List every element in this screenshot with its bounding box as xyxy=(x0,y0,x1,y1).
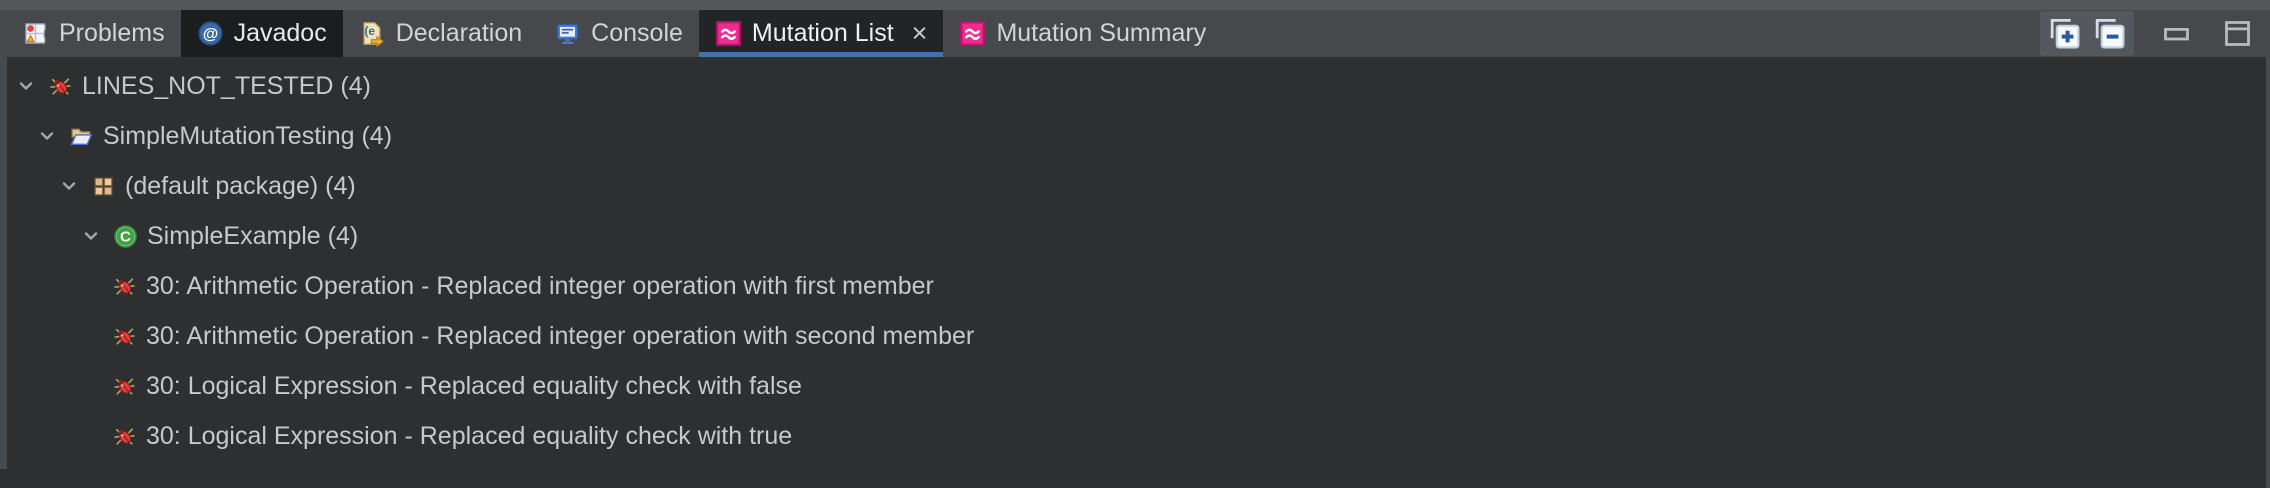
tab-label: Declaration xyxy=(395,19,523,47)
bug-icon xyxy=(48,74,73,99)
tree-row-label: 30: Arithmetic Operation - Replaced inte… xyxy=(146,321,975,350)
maximize-button[interactable] xyxy=(2219,15,2256,52)
problems-icon xyxy=(22,20,49,47)
collapse-all-icon xyxy=(2091,15,2128,52)
package-icon xyxy=(91,174,116,199)
bug-icon xyxy=(112,424,137,449)
javadoc-icon xyxy=(197,20,224,47)
tree-toolbar-group xyxy=(2040,11,2134,56)
tab-label: Mutation List xyxy=(751,19,894,47)
bug-icon xyxy=(112,274,137,299)
tree-row-package[interactable]: (default package) (4) xyxy=(0,161,2270,211)
tab-declaration[interactable]: Declaration xyxy=(343,10,538,57)
tab-label: Console xyxy=(591,19,683,47)
class-icon xyxy=(113,224,138,249)
tree-row-label: 30: Arithmetic Operation - Replaced inte… xyxy=(146,271,934,300)
chevron-down-icon[interactable] xyxy=(14,74,38,98)
tree-row-lines-not-tested[interactable]: LINES_NOT_TESTED (4) xyxy=(0,61,2270,111)
view-toolbar xyxy=(2040,10,2270,57)
tree-row-mutation[interactable]: 30: Arithmetic Operation - Replaced inte… xyxy=(0,311,2270,361)
tree-row-label: 30: Logical Expression - Replaced equali… xyxy=(146,421,793,450)
minimize-button[interactable] xyxy=(2158,15,2195,52)
minimize-icon xyxy=(2160,17,2193,50)
tab-mutation-summary[interactable]: Mutation Summary xyxy=(943,10,1222,57)
tab-javadoc[interactable]: Javadoc xyxy=(180,10,343,57)
chevron-down-icon[interactable] xyxy=(79,224,103,248)
close-tab-icon[interactable]: × xyxy=(911,18,928,48)
right-sash[interactable] xyxy=(2266,57,2270,488)
console-icon xyxy=(554,20,581,47)
chevron-down-icon[interactable] xyxy=(35,124,59,148)
tree-row-label: 30: Logical Expression - Replaced equali… xyxy=(146,371,802,400)
chevron-down-icon[interactable] xyxy=(57,174,81,198)
mutation-icon xyxy=(959,20,986,47)
tab-list: Problems Javadoc Declaration Console Mut… xyxy=(0,10,1222,57)
expand-all-icon xyxy=(2046,15,2083,52)
declaration-icon xyxy=(359,20,386,47)
mutation-tree: LINES_NOT_TESTED (4) SimpleMutationTesti… xyxy=(0,57,2270,488)
tree-row-mutation[interactable]: 30: Arithmetic Operation - Replaced inte… xyxy=(0,261,2270,311)
tab-mutation-list[interactable]: Mutation List × xyxy=(698,10,944,57)
tree-row-label: (default package) (4) xyxy=(125,171,356,200)
tree-row-label: LINES_NOT_TESTED (4) xyxy=(82,71,371,100)
tab-label: Problems xyxy=(59,19,165,47)
left-sash[interactable] xyxy=(0,57,7,469)
tab-console[interactable]: Console xyxy=(538,10,699,57)
expand-all-button[interactable] xyxy=(2044,13,2085,54)
tree-row-project[interactable]: SimpleMutationTesting (4) xyxy=(0,111,2270,161)
view-tabbar: Problems Javadoc Declaration Console Mut… xyxy=(0,10,2270,57)
maximize-icon xyxy=(2221,17,2254,50)
collapse-all-button[interactable] xyxy=(2089,13,2130,54)
tab-label: Javadoc xyxy=(233,19,327,47)
tree-row-label: SimpleExample (4) xyxy=(147,221,359,250)
tree-row-mutation[interactable]: 30: Logical Expression - Replaced equali… xyxy=(0,411,2270,461)
open-folder-icon xyxy=(69,124,94,149)
mutation-icon xyxy=(715,20,742,47)
bug-icon xyxy=(112,374,137,399)
tree-row-label: SimpleMutationTesting (4) xyxy=(103,121,393,150)
tree-row-class[interactable]: SimpleExample (4) xyxy=(0,211,2270,261)
window-top-edge xyxy=(0,0,2270,10)
tab-problems[interactable]: Problems xyxy=(6,10,181,57)
tab-label: Mutation Summary xyxy=(996,19,1207,47)
bug-icon xyxy=(112,324,137,349)
tree-row-mutation[interactable]: 30: Logical Expression - Replaced equali… xyxy=(0,361,2270,411)
